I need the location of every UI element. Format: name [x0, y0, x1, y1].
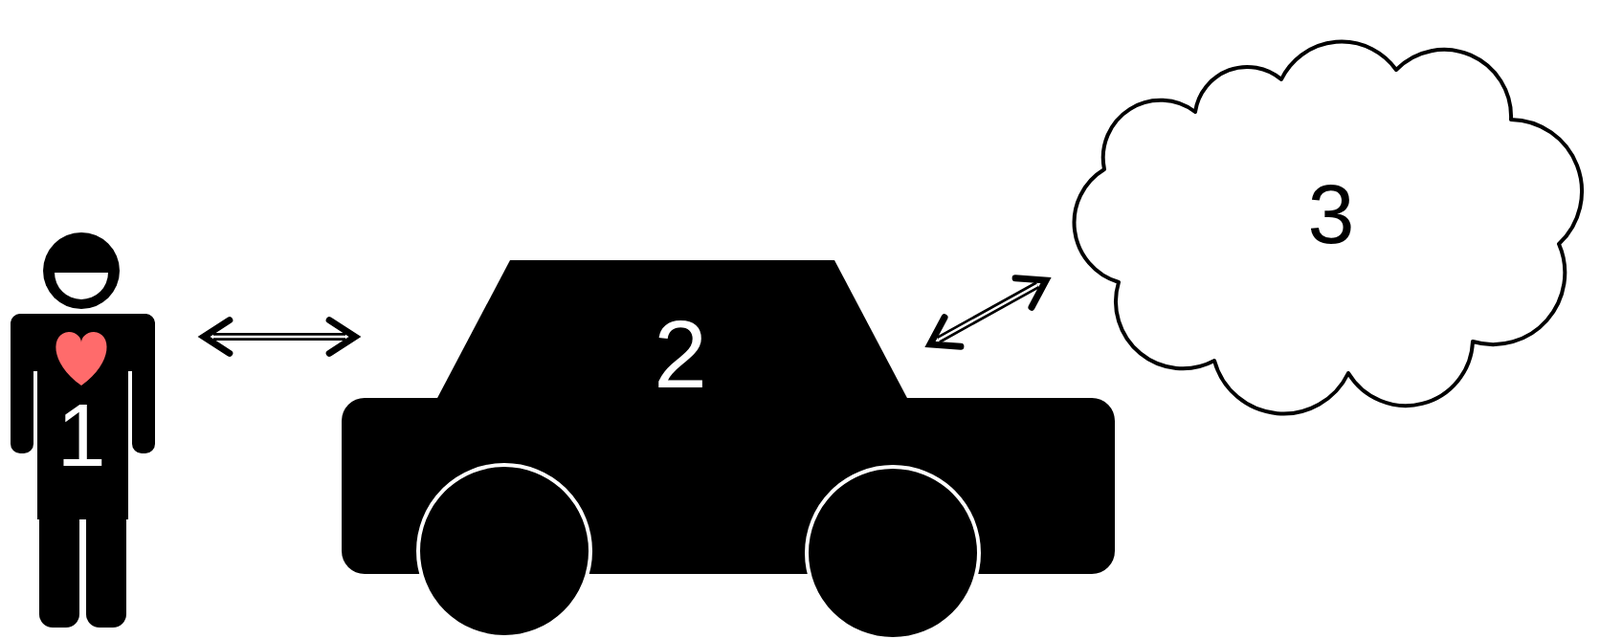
callout-number: 2 [653, 306, 708, 402]
callout-number: 3 [1308, 172, 1356, 257]
person-face [54, 272, 109, 300]
callout-number: 1 [56, 391, 106, 480]
arrow-head [203, 320, 230, 355]
car-wheel [418, 465, 591, 638]
arrow-shaft [213, 333, 346, 341]
arrow-head [930, 317, 961, 347]
car-node: 2 [341, 260, 1115, 639]
arrow-head [1015, 278, 1046, 308]
arrow-shaft-inner [938, 285, 1039, 340]
arrow-shaft-inner [213, 335, 346, 339]
cloud-node: 3 [1061, 4, 1587, 393]
person-leg [39, 500, 80, 628]
double-arrow [930, 278, 1046, 347]
double-arrow [203, 320, 356, 355]
arrow-head [329, 320, 356, 355]
person-node: 1 [10, 232, 156, 628]
car-wheel [806, 466, 979, 639]
arrow-shaft [938, 285, 1039, 340]
car-shape [341, 260, 1115, 639]
person-leg [86, 500, 127, 628]
cloud-outline [1074, 42, 1583, 415]
person-torso [37, 313, 129, 520]
heart-symbol [55, 332, 107, 386]
person-arm [10, 313, 34, 454]
person-head [43, 232, 120, 310]
person-arm [132, 313, 156, 454]
